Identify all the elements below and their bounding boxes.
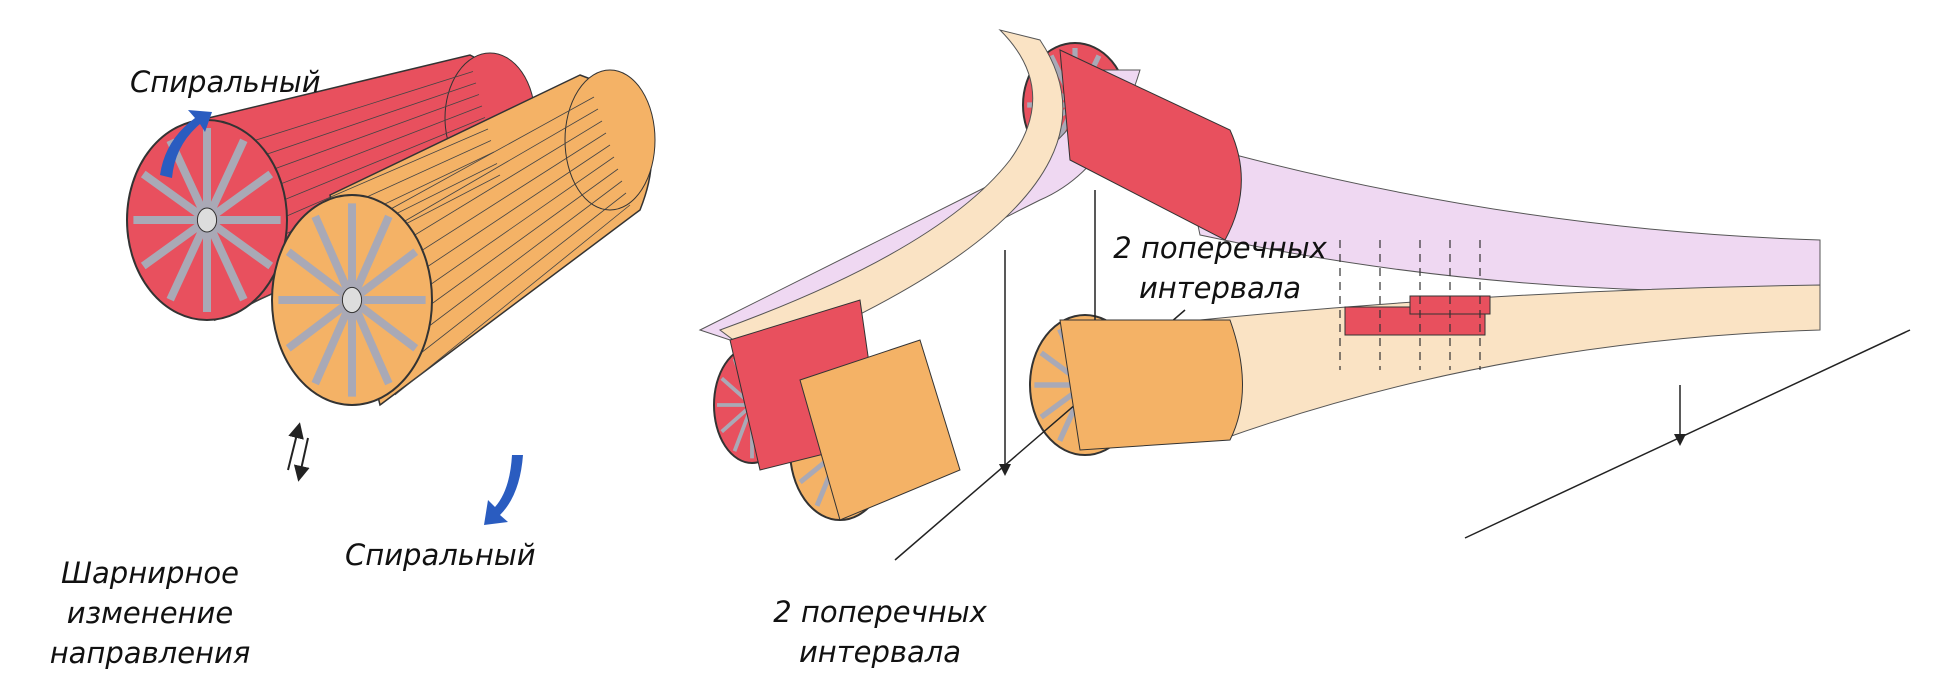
cutter-spoke xyxy=(208,138,248,212)
cutter-spoke xyxy=(732,410,752,452)
body-segment-line xyxy=(391,192,627,377)
cutter-spoke xyxy=(357,248,419,297)
label-spiral-top: Спиральный xyxy=(130,65,321,99)
body-segment-line xyxy=(394,204,631,396)
cutter-spoke xyxy=(285,303,347,352)
label-line: направления xyxy=(49,636,251,670)
label-line: 2 поперечных xyxy=(1113,231,1327,265)
cutter-spoke xyxy=(212,222,274,270)
cutter-spoke xyxy=(311,214,351,291)
rotation-arrow-top-icon xyxy=(160,110,212,178)
cutter-spoke xyxy=(166,228,206,302)
cutter-spoke xyxy=(311,309,351,386)
label-articulated-steering: Шарнирное изменение направления xyxy=(40,553,260,673)
label-intervals-middle: 2 поперечных интервала xyxy=(760,592,1000,672)
body-segment-line xyxy=(231,82,477,167)
left-red-cutter-face xyxy=(126,119,288,321)
label-line: изменение xyxy=(66,596,234,630)
body-segment-line xyxy=(363,96,595,225)
rotation-arrow-bottom-icon xyxy=(484,455,523,525)
label-spiral-bottom: Спиральный xyxy=(345,538,536,572)
cutter-spoke xyxy=(357,303,419,352)
cutter-spoke xyxy=(208,228,248,302)
cutter-spoke xyxy=(353,214,393,291)
cutter-spoke xyxy=(720,407,750,434)
left-orange-cutter-face xyxy=(271,194,433,406)
cutter-spoke xyxy=(140,222,202,270)
articulation-arrows-icon xyxy=(287,422,310,482)
label-line: интервала xyxy=(1138,271,1302,305)
cutter-spoke xyxy=(285,248,347,297)
cutter-spoke xyxy=(212,170,274,218)
label-line: Шарнирное xyxy=(61,556,239,590)
middle-tubes xyxy=(698,29,1186,561)
label-line: 2 поперечных xyxy=(773,595,987,629)
label-line: интервала xyxy=(798,635,962,669)
right-tubes xyxy=(1059,49,1911,539)
body-segment-line xyxy=(230,71,474,149)
cutter-spoke xyxy=(140,170,202,218)
cutter-spoke xyxy=(353,309,393,386)
label-intervals-right: 2 поперечных интервала xyxy=(1100,228,1340,308)
